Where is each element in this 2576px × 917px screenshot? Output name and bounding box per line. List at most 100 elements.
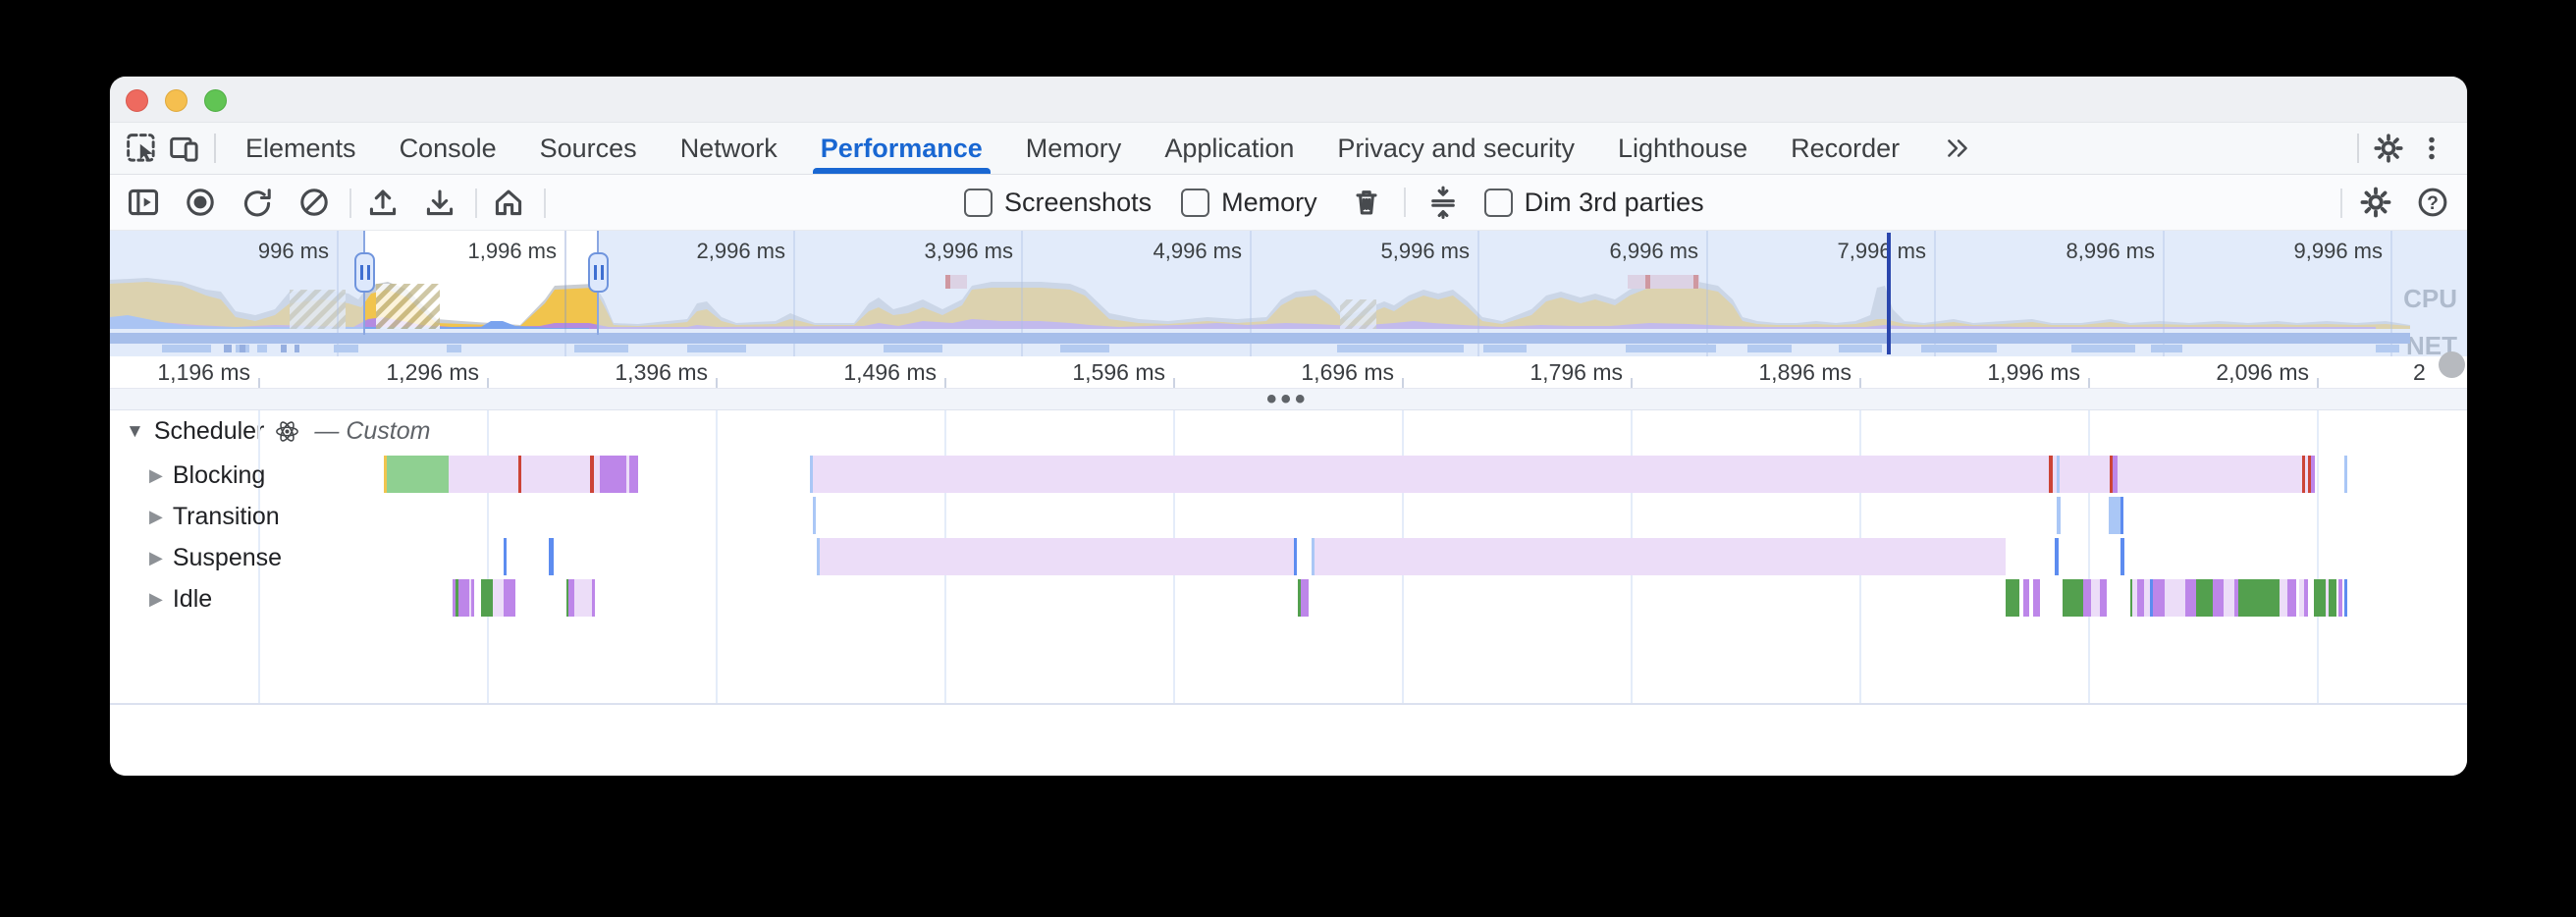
- flame-bar-pur[interactable]: [592, 579, 595, 617]
- flame-bar-blu[interactable]: [2344, 579, 2347, 617]
- expand-triangle-icon[interactable]: ▶: [149, 548, 163, 567]
- close-window-button[interactable]: [126, 89, 148, 112]
- flame-bar-pur[interactable]: [2304, 579, 2308, 617]
- expand-triangle-icon[interactable]: ▶: [149, 465, 163, 485]
- flame-bar-dgrn[interactable]: [2130, 579, 2132, 617]
- tab-application[interactable]: Application: [1143, 124, 1315, 174]
- tab-lighthouse[interactable]: Lighthouse: [1596, 124, 1769, 174]
- flame-bar-pur[interactable]: [504, 579, 515, 617]
- flame-bar-lblu[interactable]: [2109, 497, 2120, 534]
- upload-profile-icon[interactable]: [363, 183, 402, 222]
- flame-bar-pur[interactable]: [2100, 579, 2107, 617]
- flame-bar-lav[interactable]: [2299, 579, 2304, 617]
- flame-bar-pur[interactable]: [600, 456, 626, 493]
- flame-bar-lav[interactable]: [1315, 538, 2006, 575]
- selection-right-handle[interactable]: [588, 252, 609, 293]
- flame-bar-pur[interactable]: [458, 579, 469, 617]
- flame-bar-lav[interactable]: [2053, 456, 2057, 493]
- flame-bar-lav[interactable]: [594, 456, 600, 493]
- zoom-window-button[interactable]: [204, 89, 227, 112]
- tabs-overflow-button[interactable]: [1921, 124, 1994, 174]
- flame-bar-dgrn[interactable]: [1298, 579, 1301, 617]
- flame-bar-red[interactable]: [2049, 456, 2053, 493]
- flame-bar-pur[interactable]: [629, 456, 638, 493]
- flame-bar-lav[interactable]: [449, 456, 518, 493]
- expand-triangle-icon[interactable]: ▶: [149, 507, 163, 526]
- flame-bar-blu[interactable]: [2055, 538, 2059, 575]
- flame-bar-red[interactable]: [2302, 456, 2305, 493]
- flame-bar-lblu[interactable]: [2057, 456, 2060, 493]
- flame-bar-pur[interactable]: [453, 579, 456, 617]
- flame-bar-lav[interactable]: [2326, 579, 2329, 617]
- flame-bar-lav[interactable]: [521, 456, 590, 493]
- flame-bar-pur[interactable]: [2213, 579, 2224, 617]
- flame-bar-lgrn[interactable]: [387, 456, 452, 493]
- flame-bar-dgrn[interactable]: [2314, 579, 2326, 617]
- flame-bar-dgrn[interactable]: [566, 579, 568, 617]
- flame-bar-red[interactable]: [2308, 456, 2311, 493]
- timeline-overview[interactable]: CPU NET 996 ms1,996 ms2,996 ms3,996 ms4,…: [110, 231, 2467, 356]
- home-icon[interactable]: [489, 183, 528, 222]
- tab-recorder[interactable]: Recorder: [1769, 124, 1921, 174]
- flame-bar-pur[interactable]: [2338, 579, 2342, 617]
- flame-bar-pur[interactable]: [471, 579, 474, 617]
- flame-bar-pur[interactable]: [2311, 456, 2315, 493]
- record-and-reload-icon[interactable]: [238, 183, 277, 222]
- flame-bar-blu[interactable]: [2120, 538, 2124, 575]
- flame-bar-lav[interactable]: [493, 579, 504, 617]
- flame-bar-blu[interactable]: [549, 538, 554, 575]
- flame-bar-blu[interactable]: [1294, 538, 1297, 575]
- track-row-suspense[interactable]: ▶Suspense: [149, 544, 282, 572]
- capture-settings-gear-icon[interactable]: [2356, 183, 2395, 222]
- flame-bar-lav[interactable]: [2144, 579, 2150, 617]
- track-group-scheduler[interactable]: ▼ Scheduler — Custom: [126, 417, 430, 446]
- flame-bar-lblu[interactable]: [813, 497, 816, 534]
- flame-bar-dgrn[interactable]: [2006, 579, 2019, 617]
- flame-bar-lav[interactable]: [2118, 456, 2302, 493]
- flame-bar-lav[interactable]: [2280, 579, 2287, 617]
- flame-bar-pur[interactable]: [2083, 579, 2091, 617]
- flame-bar-lav[interactable]: [2165, 579, 2185, 617]
- flame-bar-pur[interactable]: [568, 579, 574, 617]
- clear-recording-icon[interactable]: [295, 183, 334, 222]
- inspect-element-icon[interactable]: [120, 127, 163, 170]
- pane-resize-handle[interactable]: •••: [110, 383, 2467, 415]
- download-profile-icon[interactable]: [420, 183, 459, 222]
- flame-bar-lblu[interactable]: [2344, 456, 2347, 493]
- flame-bar-pur[interactable]: [2185, 579, 2196, 617]
- flame-bar-lav[interactable]: [820, 538, 1296, 575]
- flame-bar-lav[interactable]: [574, 579, 592, 617]
- flame-bar-red[interactable]: [2110, 456, 2113, 493]
- flame-bar-dgrn[interactable]: [2238, 579, 2280, 617]
- flame-bar-lav[interactable]: [626, 456, 629, 493]
- flame-bar-lblu[interactable]: [2057, 497, 2061, 534]
- flame-bar-red[interactable]: [590, 456, 594, 493]
- flame-bar-pur[interactable]: [2137, 579, 2144, 617]
- collapse-tracks-icon[interactable]: [1423, 183, 1463, 222]
- flame-bar-blu[interactable]: [2120, 497, 2123, 534]
- flame-bar-blu[interactable]: [2150, 579, 2153, 617]
- flame-bar-dgrn[interactable]: [2196, 579, 2213, 617]
- track-row-blocking[interactable]: ▶Blocking: [149, 461, 265, 490]
- tab-privacy-and-security[interactable]: Privacy and security: [1315, 124, 1596, 174]
- live-metrics-panel-icon[interactable]: [124, 183, 163, 222]
- flame-bar-lav[interactable]: [2224, 579, 2234, 617]
- expand-triangle-icon[interactable]: ▶: [149, 589, 163, 609]
- flame-bar-pur[interactable]: [2287, 579, 2296, 617]
- flame-bar-pur[interactable]: [2153, 579, 2165, 617]
- more-options-kebab-icon[interactable]: [2410, 127, 2453, 170]
- flame-bar-pur[interactable]: [2113, 456, 2118, 493]
- flame-bar-lblu[interactable]: [817, 538, 820, 575]
- flame-bar-red[interactable]: [518, 456, 521, 493]
- minimize-window-button[interactable]: [165, 89, 188, 112]
- flame-bar-lav[interactable]: [2060, 456, 2110, 493]
- flame-bar-lav[interactable]: [2091, 579, 2100, 617]
- flame-bar-dgrn[interactable]: [2063, 579, 2083, 617]
- flame-bar-pur[interactable]: [2234, 579, 2238, 617]
- collect-garbage-icon[interactable]: [1347, 183, 1386, 222]
- dim-3rd-parties-checkbox[interactable]: [1483, 188, 1513, 217]
- tab-network[interactable]: Network: [659, 124, 799, 174]
- flame-bar-lav[interactable]: [2132, 579, 2137, 617]
- flame-bar-dgrn[interactable]: [456, 579, 458, 617]
- track-row-idle[interactable]: ▶Idle: [149, 585, 212, 614]
